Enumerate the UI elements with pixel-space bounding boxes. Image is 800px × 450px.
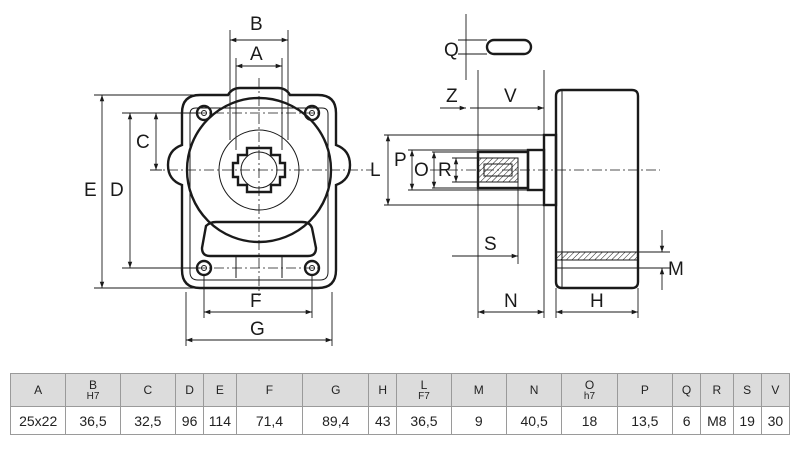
header-a: A xyxy=(9,373,67,407)
header-d: D xyxy=(174,373,205,407)
label-d: D xyxy=(110,180,124,201)
side-view: Q Z V L P O R S N xyxy=(370,14,684,318)
header-m: M xyxy=(450,373,507,407)
label-s: S xyxy=(484,234,497,255)
header-s: S xyxy=(732,373,762,407)
header-p: P xyxy=(616,373,674,407)
value-g: 89,4 xyxy=(302,406,370,435)
header-r: R xyxy=(700,373,734,407)
lower-window xyxy=(200,220,318,258)
value-n: 40,5 xyxy=(505,406,563,435)
key-profile xyxy=(485,38,533,56)
header-v: V xyxy=(760,373,791,407)
value-q: 6 xyxy=(671,406,702,435)
value-v: 30 xyxy=(760,406,791,435)
spline-profile xyxy=(231,146,287,194)
label-m: M xyxy=(668,259,684,280)
value-s: 19 xyxy=(732,406,762,435)
label-p: P xyxy=(394,150,407,171)
header-h: H xyxy=(368,373,398,407)
header-f: F xyxy=(235,373,304,407)
label-n: N xyxy=(504,291,518,312)
value-p: 13,5 xyxy=(616,406,674,435)
header-e: E xyxy=(203,373,237,407)
value-h: 43 xyxy=(368,406,398,435)
value-d: 96 xyxy=(174,406,205,435)
label-f: F xyxy=(250,291,262,312)
header-c: C xyxy=(119,373,176,407)
label-h: H xyxy=(590,291,604,312)
front-view: B A E D C F G xyxy=(84,14,372,346)
label-q: Q xyxy=(444,40,459,61)
value-m: 9 xyxy=(450,406,507,435)
flange-outline xyxy=(166,86,352,290)
value-l: 36,5 xyxy=(396,406,452,435)
label-c: C xyxy=(136,132,150,153)
value-r: M8 xyxy=(700,406,734,435)
value-a: 25x22 xyxy=(9,406,67,435)
body-outline xyxy=(554,88,640,290)
label-z: Z xyxy=(446,86,458,107)
value-e: 114 xyxy=(203,406,237,435)
label-r: R xyxy=(438,160,452,181)
value-f: 71,4 xyxy=(235,406,304,435)
label-e: E xyxy=(84,180,97,201)
header-g: G xyxy=(302,373,370,407)
label-g: G xyxy=(250,319,265,340)
value-c: 32,5 xyxy=(119,406,176,435)
label-a: A xyxy=(250,44,263,65)
header-q: Q xyxy=(671,373,702,407)
table-row: 25x22 36,5 32,5 96 114 71,4 89,4 43 36,5… xyxy=(9,406,791,435)
label-o: O xyxy=(414,160,429,181)
label-l: L xyxy=(370,160,381,181)
value-o: 18 xyxy=(561,406,618,435)
label-v: V xyxy=(504,86,517,107)
value-b: 36,5 xyxy=(65,406,121,435)
header-n: N xyxy=(505,373,563,407)
label-b: B xyxy=(250,14,263,35)
bolt-holes xyxy=(195,104,321,277)
technical-drawing: B A E D C F G xyxy=(84,14,684,346)
